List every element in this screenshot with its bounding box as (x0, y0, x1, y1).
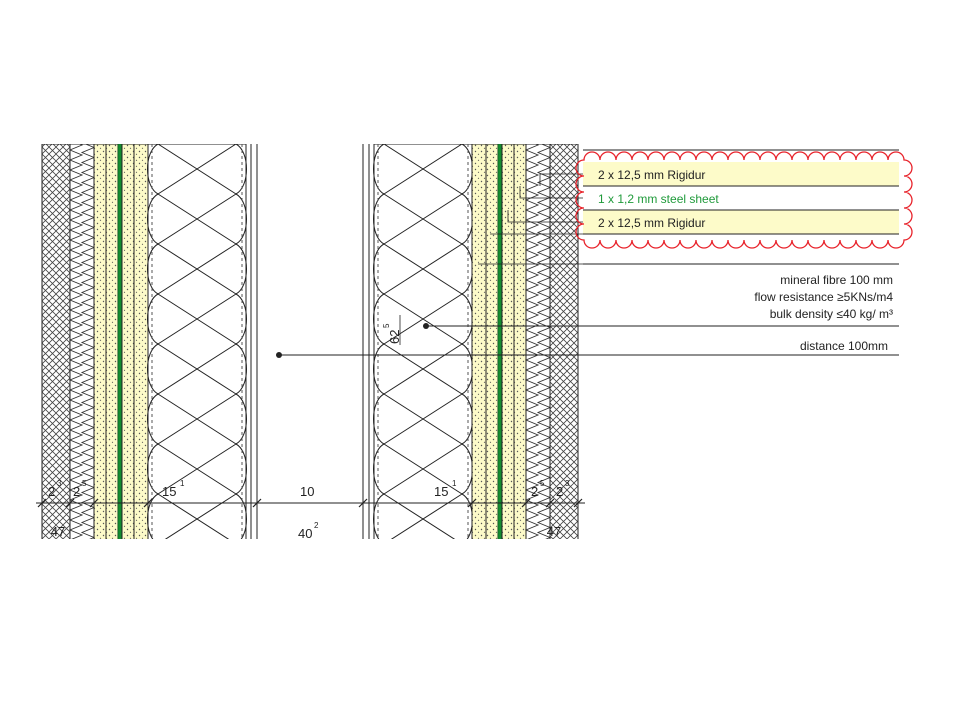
dim-insulation-right-sup: 1 (452, 479, 457, 488)
label-bulk-density: bulk density ≤40 kg/ m³ (770, 307, 893, 321)
right-resilient-layer (525, 144, 551, 539)
left-zigzag (68, 144, 96, 539)
dimension-ticks (37, 470, 583, 512)
dim-outer-right-sup: 3 (565, 479, 570, 488)
dim-insulation-right: 15 (434, 484, 448, 499)
left-rigidur-4 (133, 144, 149, 539)
left-outer-board (41, 144, 71, 539)
left-steel-sheet (117, 144, 123, 539)
leader-dot-distance (276, 352, 282, 358)
label-rigidur-top: 2 x 12,5 mm Rigidur (598, 168, 705, 182)
right-rigidur-4 (513, 144, 527, 539)
leader-dot-mineral (423, 323, 429, 329)
dim-outer-left: 2 (48, 484, 55, 499)
label-steel-sheet: 1 x 1,2 mm steel sheet (598, 192, 719, 206)
dim-inner-right: 2 (531, 484, 538, 499)
dimension-lines: 2 3 2 5 15 1 10 15 1 2 5 2 3 47 40 2 47 … (36, 315, 585, 541)
left-mineral-wool (147, 144, 247, 539)
label-mineral-fibre: mineral fibre 100 mm (780, 273, 893, 287)
label-distance: distance 100mm (800, 339, 888, 353)
dim-total-right: 47 (547, 524, 561, 539)
right-mineral-wool (373, 144, 473, 539)
dim-total: 40 (298, 526, 312, 541)
left-rigidur-3 (121, 144, 135, 539)
right-steel-sheet (497, 144, 503, 539)
right-rigidur-1 (471, 144, 487, 539)
dim-inner-left-sup: 5 (82, 479, 87, 488)
left-wool-pattern (147, 144, 247, 539)
dim-insulation-left-sup: 1 (180, 479, 185, 488)
dim-vertical: 62 (387, 330, 402, 344)
dim-insulation-left: 15 (162, 484, 176, 499)
right-wool-pattern (373, 144, 473, 539)
legend-band-rigidur-top (583, 162, 899, 186)
label-rigidur-bottom: 2 x 12,5 mm Rigidur (598, 216, 705, 230)
left-rigidur-2 (105, 144, 119, 539)
layer-legend: 2 x 12,5 mm Rigidur 1 x 1,2 mm steel she… (276, 149, 913, 358)
dim-vertical-sup: 5 (382, 323, 391, 328)
left-wall (41, 144, 258, 539)
dim-gap: 10 (300, 484, 314, 499)
dim-inner-right-sup: 5 (540, 479, 545, 488)
dim-total-left: 47 (51, 524, 65, 539)
left-rigidur-1 (93, 144, 107, 539)
right-zigzag (524, 144, 552, 539)
dim-outer-left-sup: 3 (57, 479, 62, 488)
dim-inner-left: 2 (73, 484, 80, 499)
right-outer-board (549, 144, 579, 539)
label-flow-resistance: flow resistance ≥5KNs/m4 (754, 290, 893, 304)
legend-band-rigidur-bottom (583, 210, 899, 234)
revision-cloud (575, 151, 913, 249)
right-rigidur-2 (485, 144, 499, 539)
dim-total-sup: 2 (314, 521, 319, 530)
dim-outer-right: 2 (556, 484, 563, 499)
right-rigidur-3 (501, 144, 515, 539)
